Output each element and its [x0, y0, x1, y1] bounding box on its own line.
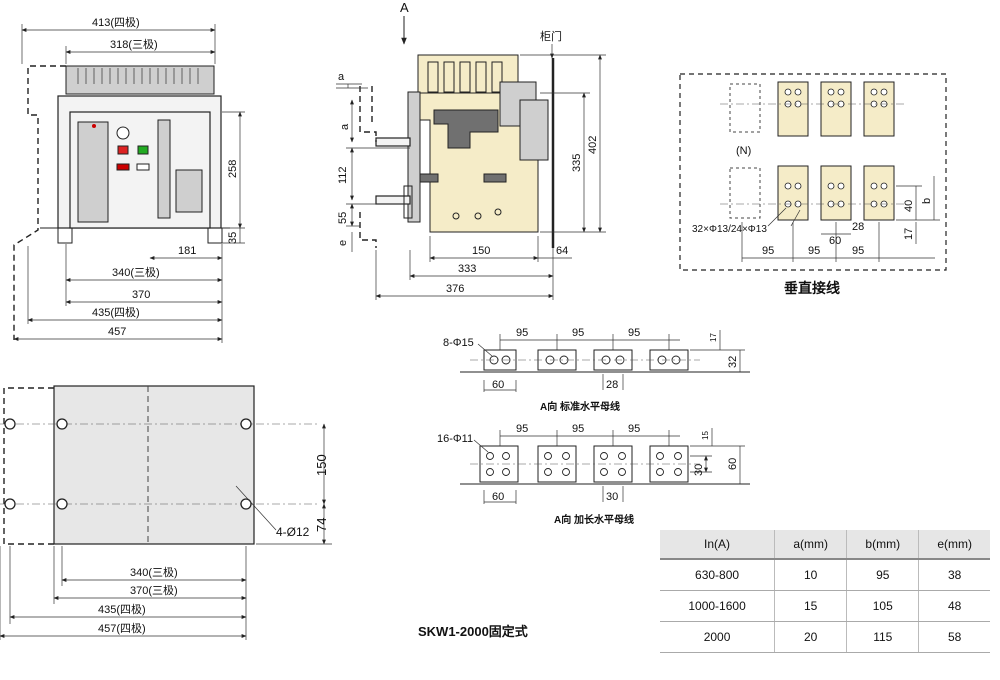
vb-dim-2: 95 [852, 245, 864, 257]
side-dim-left-1: a [339, 123, 351, 130]
front-view: 413(四极) 318(三极) [13, 15, 245, 343]
side-dim-left-3: 55 [337, 212, 349, 224]
sb-dim-2: 95 [628, 327, 640, 339]
table-cell: 38 [918, 559, 990, 591]
eb-dim-0: 95 [516, 423, 528, 435]
mv-hole-label: 4-Ø12 [276, 525, 310, 539]
sb-hole-label: 8-Φ15 [443, 337, 474, 349]
vb-dim-7: 17 [903, 228, 915, 240]
eb-dim-4: 30 [606, 491, 618, 503]
table-row: 2000 20 115 58 [660, 621, 990, 653]
sb-dim-4: 28 [606, 379, 618, 391]
side-cabinet-door-label: 柜门 [540, 29, 562, 43]
side-view: A 柜门 a a [336, 0, 606, 300]
sb-dim-6: 17 [709, 333, 718, 342]
table-row: 630-800 10 95 38 [660, 559, 990, 591]
spec-table: In(A) a(mm) b(mm) e(mm) 630-800 10 95 38… [660, 530, 990, 653]
table-cell: 630-800 [660, 559, 776, 591]
vb-neutral-label: (N) [736, 145, 751, 157]
eb-dim-1: 95 [572, 423, 584, 435]
eb-dim-2: 95 [628, 423, 640, 435]
side-dim-bottom-1: 64 [556, 245, 568, 257]
eb-dim-5: 30 [693, 464, 705, 476]
table-cell: 105 [846, 590, 920, 622]
side-dim-left-2: 112 [337, 166, 349, 184]
mv-dim-bottom-3: 457(四极) [98, 621, 146, 635]
table-header-cell: In(A) [660, 530, 776, 560]
front-dim-top-1: 318(三极) [110, 37, 158, 51]
eb-caption: A向 加长水平母线 [554, 513, 634, 526]
mv-dim-bottom-0: 340(三极) [130, 565, 178, 579]
eb-dim-3: 60 [492, 491, 504, 503]
table-cell: 15 [774, 590, 848, 622]
table-header-cell: a(mm) [774, 530, 848, 560]
eb-dim-7: 15 [701, 431, 710, 440]
sb-dim-0: 95 [516, 327, 528, 339]
front-dim-bottom-1: 340(三极) [112, 265, 160, 279]
vb-dim-1: 95 [808, 245, 820, 257]
front-dim-bottom-0: 181 [178, 245, 196, 257]
sb-dim-3: 60 [492, 379, 504, 391]
table-header-cell: e(mm) [918, 530, 990, 560]
vb-dim-6: b [921, 198, 933, 204]
front-dim-bottom-3: 435(四极) [92, 305, 140, 319]
table-header-cell: b(mm) [846, 530, 920, 560]
side-dim-bottom-0: 150 [472, 245, 490, 257]
side-arrow-label: A [400, 0, 409, 15]
vb-dim-0: 95 [762, 245, 774, 257]
front-dim-bottom-4: 457 [108, 326, 126, 338]
side-dim-left-0: a [338, 71, 345, 83]
front-dim-right-0: 258 [227, 160, 239, 178]
standard-busbar-view: 8-Φ15 95 95 95 60 28 32 17 A向 标准水平母线 [443, 327, 750, 413]
side-dim-right-1: 402 [587, 136, 599, 154]
table-cell: 10 [774, 559, 848, 591]
mv-dim-right-1: 74 [314, 518, 329, 532]
sb-dim-1: 95 [572, 327, 584, 339]
vb-dim-4: 28 [852, 221, 864, 233]
model-caption: SKW1-2000固定式 [418, 624, 528, 639]
vb-dim-5: 40 [903, 200, 915, 212]
side-dim-left-4: e [337, 240, 349, 246]
vb-caption: 垂直接线 [784, 280, 840, 296]
table-cell: 48 [918, 590, 990, 622]
mv-dim-bottom-2: 435(四极) [98, 602, 146, 616]
table-row: 1000-1600 15 105 48 [660, 590, 990, 622]
table-cell: 1000-1600 [660, 590, 776, 622]
mounting-view: 150 74 4-Ø12 340(三极) 370(三极) 435(四极) 457… [0, 385, 332, 640]
eb-dim-6: 60 [727, 458, 739, 470]
mv-dim-bottom-1: 370(三极) [130, 583, 178, 597]
table-header-row: In(A) a(mm) b(mm) e(mm) [660, 530, 990, 560]
front-dim-bottom-2: 370 [132, 289, 150, 301]
extended-busbar-view: 16-Φ11 95 95 95 60 30 30 60 15 A向 加长水平母线 [437, 423, 750, 526]
table-cell: 58 [918, 621, 990, 653]
side-dim-bottom-2: 333 [458, 263, 476, 275]
table-cell: 115 [846, 621, 920, 653]
table-cell: 95 [846, 559, 920, 591]
mv-dim-right-0: 150 [314, 454, 329, 476]
side-dim-right-0: 335 [571, 154, 583, 172]
vertical-busbar-view: (N) 32×Φ13/24×Φ13 95 95 95 60 28 40 b [679, 73, 947, 296]
front-dim-right-1: 35 [227, 232, 239, 244]
front-dim-top-0: 413(四极) [92, 15, 140, 29]
sb-dim-5: 32 [727, 356, 739, 368]
vb-hole-label: 32×Φ13/24×Φ13 [692, 224, 767, 235]
sb-caption: A向 标准水平母线 [540, 400, 620, 413]
eb-hole-label: 16-Φ11 [437, 433, 473, 445]
side-dim-bottom-3: 376 [446, 283, 464, 295]
vb-dim-3: 60 [829, 235, 841, 247]
table-cell: 2000 [660, 621, 776, 653]
table-cell: 20 [774, 621, 848, 653]
